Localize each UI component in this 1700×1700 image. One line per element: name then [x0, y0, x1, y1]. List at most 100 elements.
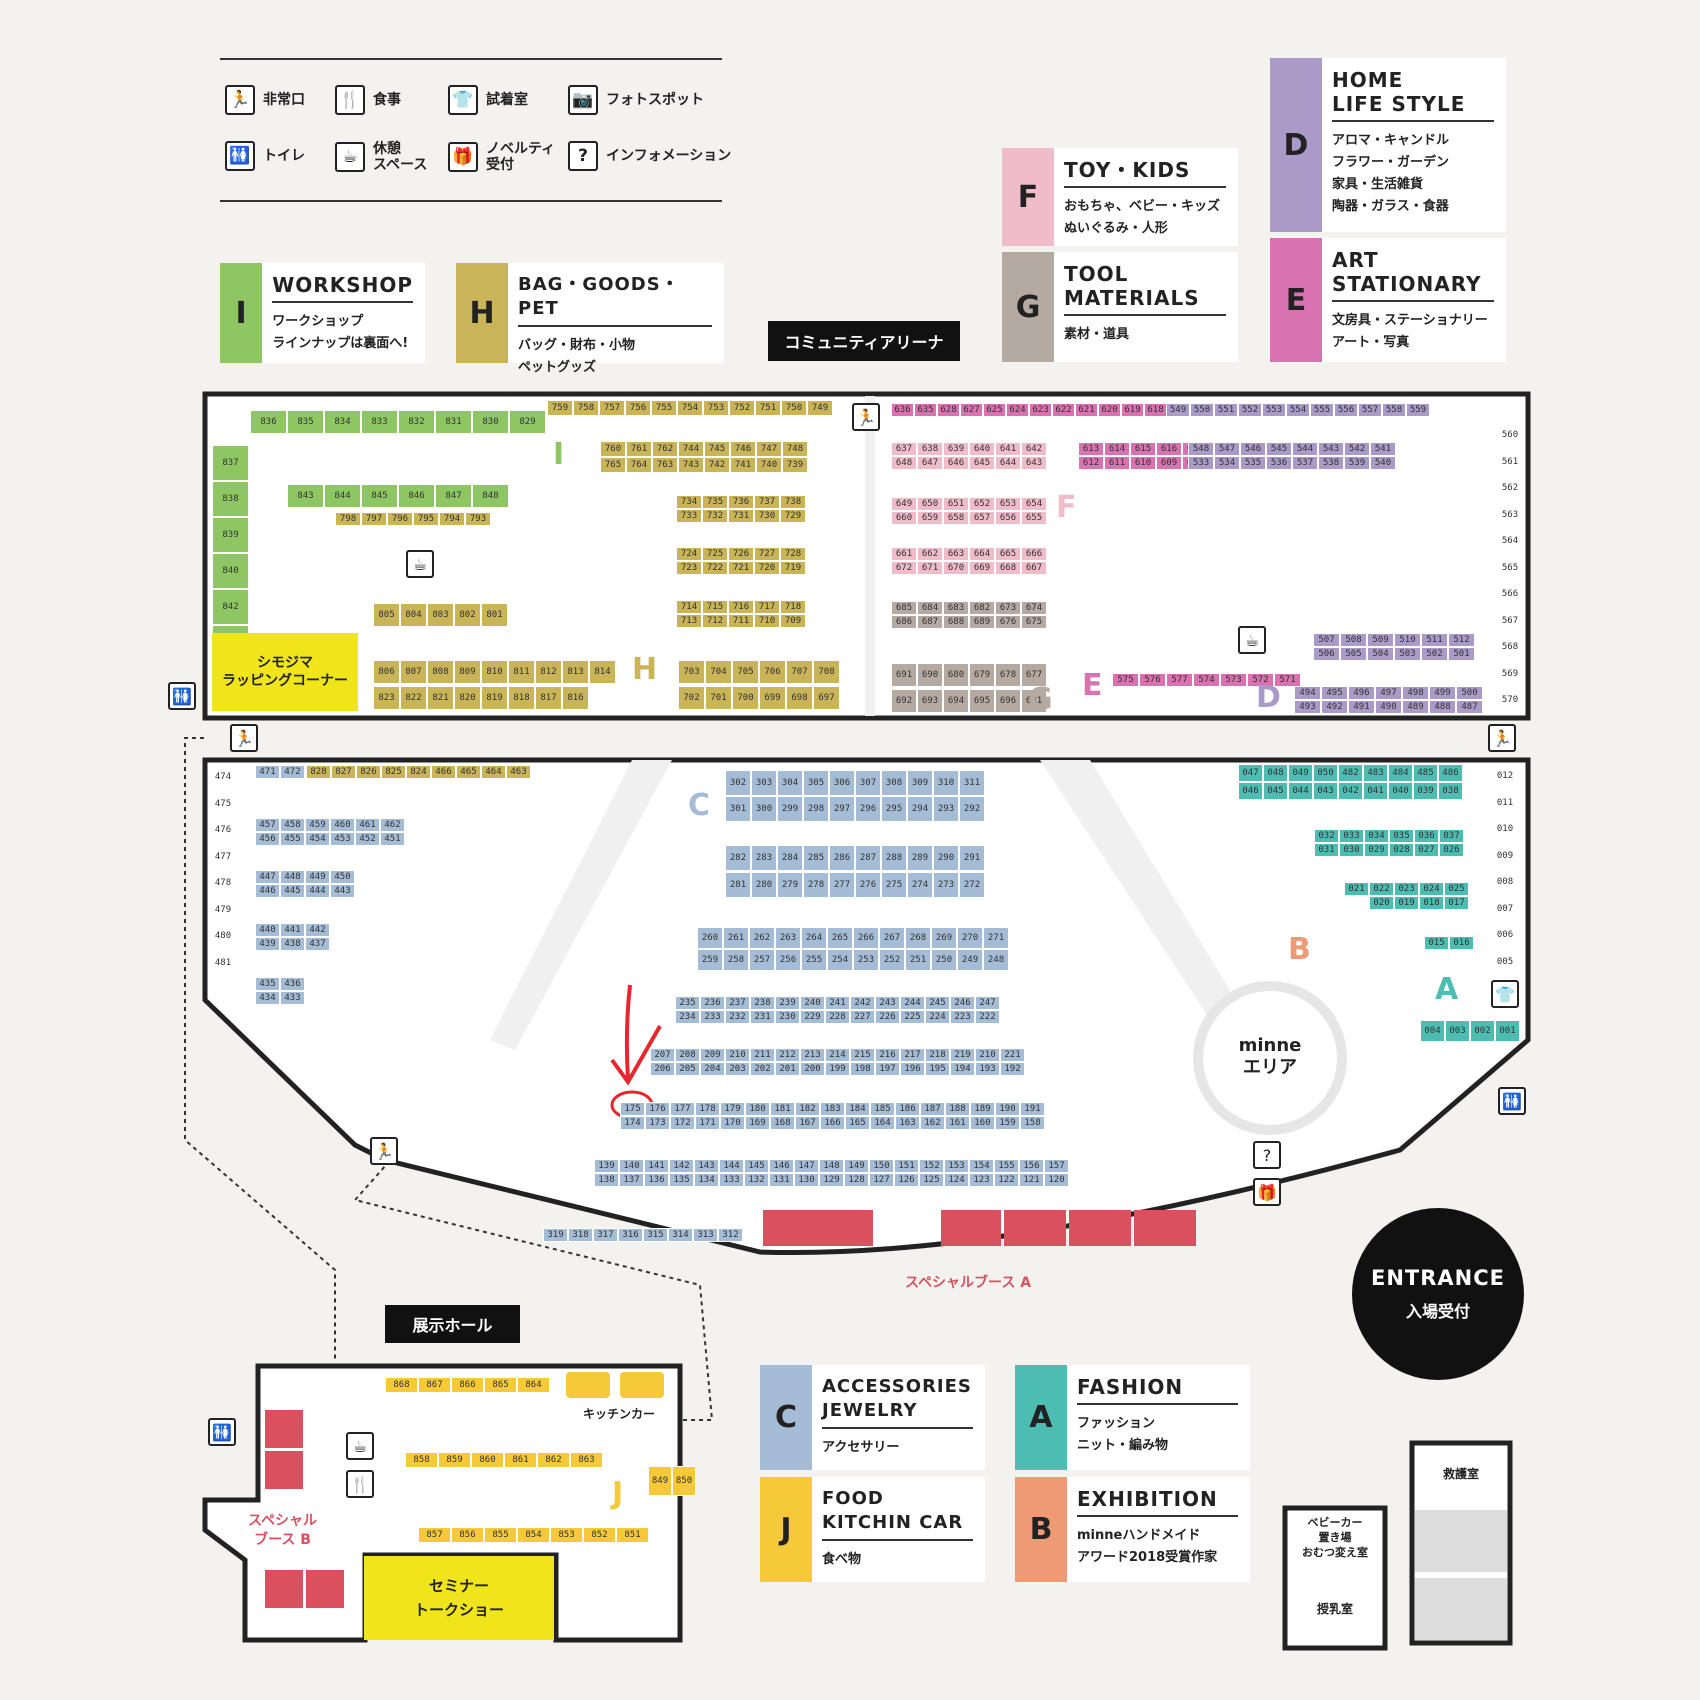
- booth[interactable]: 141: [644, 1159, 669, 1173]
- booth[interactable]: 643: [1021, 456, 1047, 470]
- booth[interactable]: 181: [770, 1102, 795, 1116]
- booth[interactable]: 262: [749, 927, 775, 949]
- booth[interactable]: 543: [1318, 442, 1344, 456]
- booth[interactable]: 253: [853, 949, 879, 971]
- booth[interactable]: 143: [694, 1159, 719, 1173]
- booth[interactable]: 651: [943, 497, 969, 511]
- booth[interactable]: 549: [1166, 403, 1190, 417]
- booth[interactable]: 149: [844, 1159, 869, 1173]
- booth[interactable]: 150: [869, 1159, 894, 1173]
- booth[interactable]: 148: [819, 1159, 844, 1173]
- booth[interactable]: 829: [509, 410, 546, 434]
- booth[interactable]: 217: [900, 1048, 925, 1062]
- booth[interactable]: 825: [381, 765, 406, 779]
- booth[interactable]: 024: [1419, 882, 1444, 896]
- booth[interactable]: 687: [917, 615, 943, 629]
- booth[interactable]: 442: [305, 923, 330, 937]
- booth[interactable]: 621: [1075, 403, 1098, 417]
- booth[interactable]: 449: [305, 870, 330, 884]
- booth[interactable]: 490: [1375, 700, 1402, 714]
- booth[interactable]: 201: [775, 1062, 800, 1076]
- booth[interactable]: 796: [387, 512, 413, 526]
- booth[interactable]: 635: [914, 403, 937, 417]
- booth[interactable]: 229: [800, 1010, 825, 1024]
- booth[interactable]: 866: [451, 1377, 484, 1393]
- booth[interactable]: 224: [925, 1010, 950, 1024]
- booth[interactable]: 673: [995, 601, 1021, 615]
- booth[interactable]: 441: [280, 923, 305, 937]
- booth[interactable]: 438: [280, 937, 305, 951]
- booth[interactable]: 692: [891, 689, 917, 713]
- booth[interactable]: 017: [1444, 896, 1469, 910]
- booth[interactable]: 812: [535, 660, 562, 684]
- booth[interactable]: 265: [827, 927, 853, 949]
- booth[interactable]: 716: [728, 600, 754, 614]
- booth[interactable]: 196: [900, 1062, 925, 1076]
- booth[interactable]: 612: [1078, 456, 1104, 470]
- booth[interactable]: 448: [280, 870, 305, 884]
- booth[interactable]: 821: [427, 686, 454, 710]
- booth[interactable]: 675: [1021, 615, 1047, 629]
- booth[interactable]: 038: [1438, 782, 1463, 800]
- booth[interactable]: 839: [212, 517, 249, 553]
- booth[interactable]: 289: [907, 845, 933, 871]
- booth[interactable]: 188: [945, 1102, 970, 1116]
- booth[interactable]: 298: [803, 796, 829, 822]
- booth[interactable]: 656: [995, 511, 1021, 525]
- booth[interactable]: 237: [725, 996, 750, 1010]
- booth[interactable]: 763: [652, 457, 678, 473]
- booth[interactable]: 121: [1019, 1173, 1044, 1187]
- booth[interactable]: 822: [400, 686, 427, 710]
- booth[interactable]: 749: [807, 400, 833, 416]
- booth[interactable]: 133: [719, 1173, 744, 1187]
- booth[interactable]: 546: [1240, 442, 1266, 456]
- booth[interactable]: 157: [1044, 1159, 1069, 1173]
- booth[interactable]: 813: [562, 660, 589, 684]
- booth[interactable]: 811: [508, 660, 535, 684]
- booth[interactable]: 458: [280, 818, 305, 832]
- booth[interactable]: 434: [255, 991, 280, 1005]
- booth[interactable]: 836: [250, 410, 287, 434]
- booth[interactable]: 235: [675, 996, 700, 1010]
- booth[interactable]: 793: [465, 512, 491, 526]
- booth[interactable]: 030: [1339, 843, 1364, 857]
- booth[interactable]: 859: [438, 1452, 471, 1468]
- booth[interactable]: 453: [330, 832, 355, 846]
- booth[interactable]: 545: [1266, 442, 1292, 456]
- booth[interactable]: 455: [280, 832, 305, 846]
- booth[interactable]: 551: [1214, 403, 1238, 417]
- booth[interactable]: 236: [700, 996, 725, 1010]
- booth[interactable]: 857: [418, 1527, 451, 1543]
- booth[interactable]: 848: [472, 484, 509, 508]
- booth[interactable]: 200: [800, 1062, 825, 1076]
- booth[interactable]: 679: [969, 663, 995, 687]
- booth[interactable]: 738: [780, 495, 806, 509]
- booth[interactable]: 744: [678, 441, 704, 457]
- booth[interactable]: 678: [995, 663, 1021, 687]
- booth[interactable]: 123: [969, 1173, 994, 1187]
- booth[interactable]: 312: [718, 1228, 743, 1242]
- booth[interactable]: 731: [728, 509, 754, 523]
- booth[interactable]: 741: [730, 457, 756, 473]
- booth[interactable]: 573: [1220, 673, 1247, 687]
- booth[interactable]: 155: [994, 1159, 1019, 1173]
- booth[interactable]: 293: [933, 796, 959, 822]
- booth[interactable]: 833: [361, 410, 398, 434]
- booth[interactable]: 234: [675, 1010, 700, 1024]
- booth[interactable]: 804: [400, 603, 427, 627]
- booth[interactable]: 023: [1394, 882, 1419, 896]
- booth[interactable]: 126: [894, 1173, 919, 1187]
- booth[interactable]: 497: [1375, 686, 1402, 700]
- booth[interactable]: 161: [945, 1116, 970, 1130]
- booth[interactable]: 180: [745, 1102, 770, 1116]
- booth[interactable]: 510: [1394, 633, 1421, 647]
- booth[interactable]: 715: [702, 600, 728, 614]
- booth[interactable]: 437: [305, 937, 330, 951]
- booth[interactable]: 197: [875, 1062, 900, 1076]
- booth[interactable]: 280: [751, 872, 777, 898]
- booth[interactable]: 142: [669, 1159, 694, 1173]
- booth[interactable]: 296: [855, 796, 881, 822]
- booth[interactable]: 226: [875, 1010, 900, 1024]
- booth[interactable]: 168: [770, 1116, 795, 1130]
- booth[interactable]: 319: [543, 1228, 568, 1242]
